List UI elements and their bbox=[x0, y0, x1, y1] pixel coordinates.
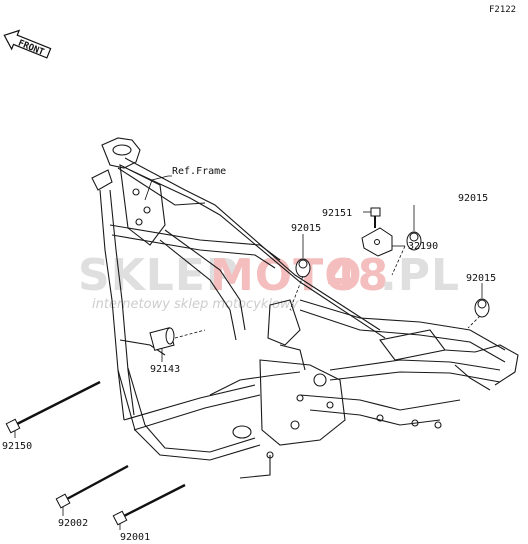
ref-frame-label: Ref.Frame bbox=[172, 166, 226, 177]
motorcycle-frame bbox=[91, 137, 519, 479]
spacer-92015-a-icon bbox=[295, 258, 311, 278]
bracket-32190-icon bbox=[361, 227, 393, 257]
watermark-tagline: internetowy sklep motocyklowy bbox=[92, 297, 299, 312]
bolt-92001-icon bbox=[112, 483, 186, 526]
part-label-92015-left: 92015 bbox=[291, 223, 321, 234]
part-label-92002: 92002 bbox=[58, 518, 88, 529]
leader-lines bbox=[14, 175, 483, 530]
spacer-92143-icon bbox=[149, 327, 175, 351]
part-label-32190: 32190 bbox=[408, 241, 438, 252]
spacer-92015-c-icon bbox=[474, 298, 490, 318]
watermark-text-4: .PL bbox=[380, 250, 460, 301]
watermark-text-1: SKLEP bbox=[78, 250, 239, 301]
bolt-92002-icon bbox=[55, 464, 129, 509]
figure-code: F2122 bbox=[489, 5, 516, 15]
spacer-92015-b-icon bbox=[406, 231, 422, 251]
part-label-92143: 92143 bbox=[150, 364, 180, 375]
watermark: SKLEP MOTO 48 .PL internetowy sklep moto… bbox=[78, 250, 460, 312]
part-label-92151: 92151 bbox=[322, 208, 352, 219]
part-label-92015-top: 92015 bbox=[458, 193, 488, 204]
part-label-92015-right: 92015 bbox=[466, 273, 496, 284]
bolt-92151-icon bbox=[370, 207, 381, 228]
part-label-92001: 92001 bbox=[120, 532, 150, 543]
bolt-92150-icon bbox=[5, 380, 101, 434]
watermark-text-3: 48 bbox=[326, 250, 389, 301]
front-arrow-icon: FRONT bbox=[3, 29, 52, 59]
part-label-92150: 92150 bbox=[2, 441, 32, 452]
